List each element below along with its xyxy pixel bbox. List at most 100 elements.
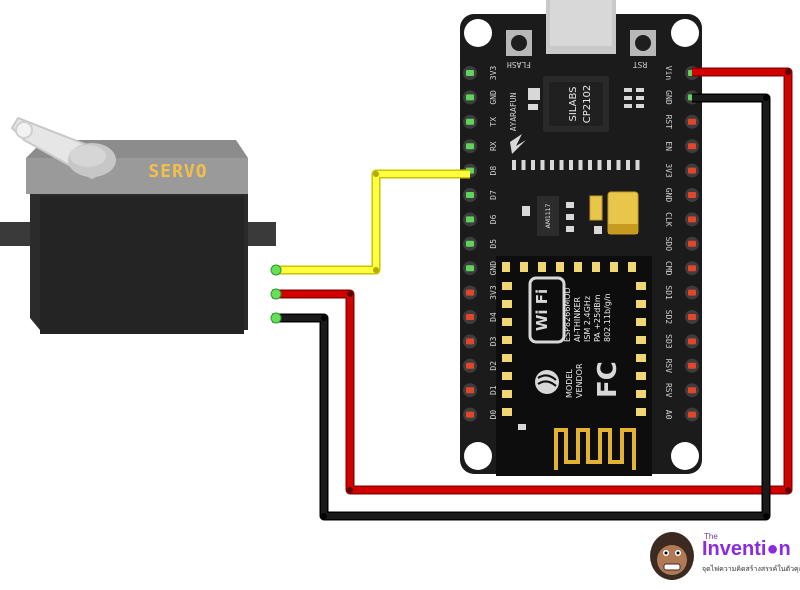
pin-gnd-left[interactable]: GND (463, 261, 498, 276)
smd-pad (578, 160, 583, 170)
nodemcu-board: FLASH RST SILABS CP2102 AYARAFUN AM1117 (460, 0, 702, 476)
pin-d5-left[interactable]: D5 (463, 236, 498, 251)
wire-end (270, 312, 282, 324)
module-pad (628, 262, 636, 272)
signal-wire-core (272, 171, 470, 273)
smd-pad (626, 160, 630, 170)
pin-label: D7 (489, 190, 498, 200)
smd-pad (550, 160, 554, 170)
smd-pad (569, 160, 573, 170)
pin-label: CMD (664, 261, 673, 276)
wifi-logo-text: Wi Fi (533, 289, 551, 331)
pin-label: GND (664, 90, 673, 105)
pin-d4-left[interactable]: D4 (463, 310, 498, 324)
cp2102-chip: SILABS CP2102 (543, 76, 609, 132)
reset-button[interactable] (630, 30, 656, 56)
pin-3v3-left[interactable]: 3V3 (463, 285, 498, 300)
wire-end (270, 264, 282, 276)
regulator (537, 196, 559, 236)
pin-label: GND (489, 90, 498, 105)
smd-pad (512, 160, 516, 170)
pin-d3-left[interactable]: D3 (463, 334, 498, 349)
module-pad (636, 372, 646, 380)
module-pad (502, 372, 512, 380)
pin-3v3-left[interactable]: 3V3 (463, 66, 498, 81)
smd-pad (635, 160, 640, 170)
pin-sd3-right[interactable]: SD3 (664, 334, 699, 349)
pin-label: GND (664, 188, 673, 203)
ground-wire-core (272, 95, 769, 519)
pin-clk-right[interactable]: CLK (664, 212, 699, 227)
the-invention-logo: The Inventi●n จุดไฟความคิดสร้างสรรค์ในตั… (648, 528, 800, 584)
pin-label: D1 (489, 385, 498, 395)
pin-tx-left[interactable]: TX (463, 114, 498, 129)
pin-gnd-right[interactable]: GND (664, 188, 699, 203)
antenna-trace (554, 428, 636, 470)
pin-label: D5 (489, 239, 498, 249)
pin-label: A0 (664, 410, 673, 420)
pin-en-right[interactable]: EN (664, 139, 699, 154)
smd-pad (616, 160, 621, 170)
reset-label: RST (633, 60, 648, 69)
pin-a0-right[interactable]: A0 (664, 407, 699, 422)
pin-label: D8 (489, 166, 498, 176)
module-line-1: ESP8266MOD (563, 287, 572, 342)
right-pin-header: VinGNDRSTEN3V3GNDCLKSDOCMDSD1SD2SD3RSVRS… (664, 66, 699, 422)
lightning-icon (510, 134, 526, 154)
pin-rst-right[interactable]: RST (664, 115, 699, 130)
pin-label: 3V3 (489, 285, 498, 300)
smd-pad (597, 160, 602, 170)
mount-hole (464, 19, 492, 47)
pin-label: RST (664, 115, 673, 130)
pin-d7-left[interactable]: D7 (463, 188, 498, 202)
smd-pad (540, 160, 545, 170)
pin-d2-left[interactable]: D2 (463, 358, 498, 373)
pin-rsv-right[interactable]: RSV (664, 359, 699, 374)
pin-sd1-right[interactable]: SD1 (664, 285, 699, 300)
module-pad (502, 282, 512, 290)
vendor-label: VENDOR (575, 363, 584, 398)
pin-label: RSV (664, 359, 673, 374)
smd-pad (607, 160, 611, 170)
pin-label: TX (489, 117, 498, 127)
pin-rx-left[interactable]: RX (463, 139, 498, 154)
pin-label: D3 (489, 336, 498, 346)
pin-d6-left[interactable]: D6 (463, 212, 498, 227)
pin-label: 3V3 (489, 66, 498, 81)
smd-pad (521, 160, 526, 170)
module-pads (502, 262, 646, 416)
pin-3v3-right[interactable]: 3V3 (664, 163, 699, 178)
smd-part (528, 88, 540, 100)
pin-sd2-right[interactable]: SD2 (664, 310, 699, 325)
gorilla-mascot-icon (650, 532, 694, 580)
logo-name: Inventi●n (702, 538, 791, 560)
logo-tagline: จุดไฟความคิดสร้างสรรค์ในตัวคุณ (702, 565, 800, 573)
wires (270, 67, 793, 521)
pin-cmd-right[interactable]: CMD (664, 261, 699, 276)
pin-label: SD2 (664, 310, 673, 325)
module-pad (610, 262, 618, 272)
pin-label: SDO (664, 237, 673, 252)
pin-d1-left[interactable]: D1 (463, 383, 498, 398)
pin-sdo-right[interactable]: SDO (664, 237, 699, 252)
module-pad (592, 262, 600, 272)
flash-button[interactable] (506, 30, 532, 56)
pin-d0-left[interactable]: D0 (463, 407, 498, 422)
chip-model: CP2102 (582, 85, 593, 123)
pin-rsv-right[interactable]: RSV (664, 383, 699, 398)
vendor-mark: AYARAFUN (509, 93, 518, 132)
pin-label: RSV (664, 383, 673, 398)
module-pad (636, 390, 646, 398)
flash-label: FLASH (507, 60, 531, 69)
module-line-3: ISM 2.4GHz (583, 296, 592, 342)
module-pad (502, 318, 512, 326)
mount-hole (464, 442, 492, 470)
module-pad (502, 262, 510, 272)
pin-label: D2 (489, 361, 498, 371)
module-line-2: AI-THINKER (573, 296, 582, 342)
pin-gnd-left[interactable]: GND (463, 90, 498, 105)
module-pad (556, 262, 564, 272)
signal-wire[interactable] (272, 169, 470, 275)
